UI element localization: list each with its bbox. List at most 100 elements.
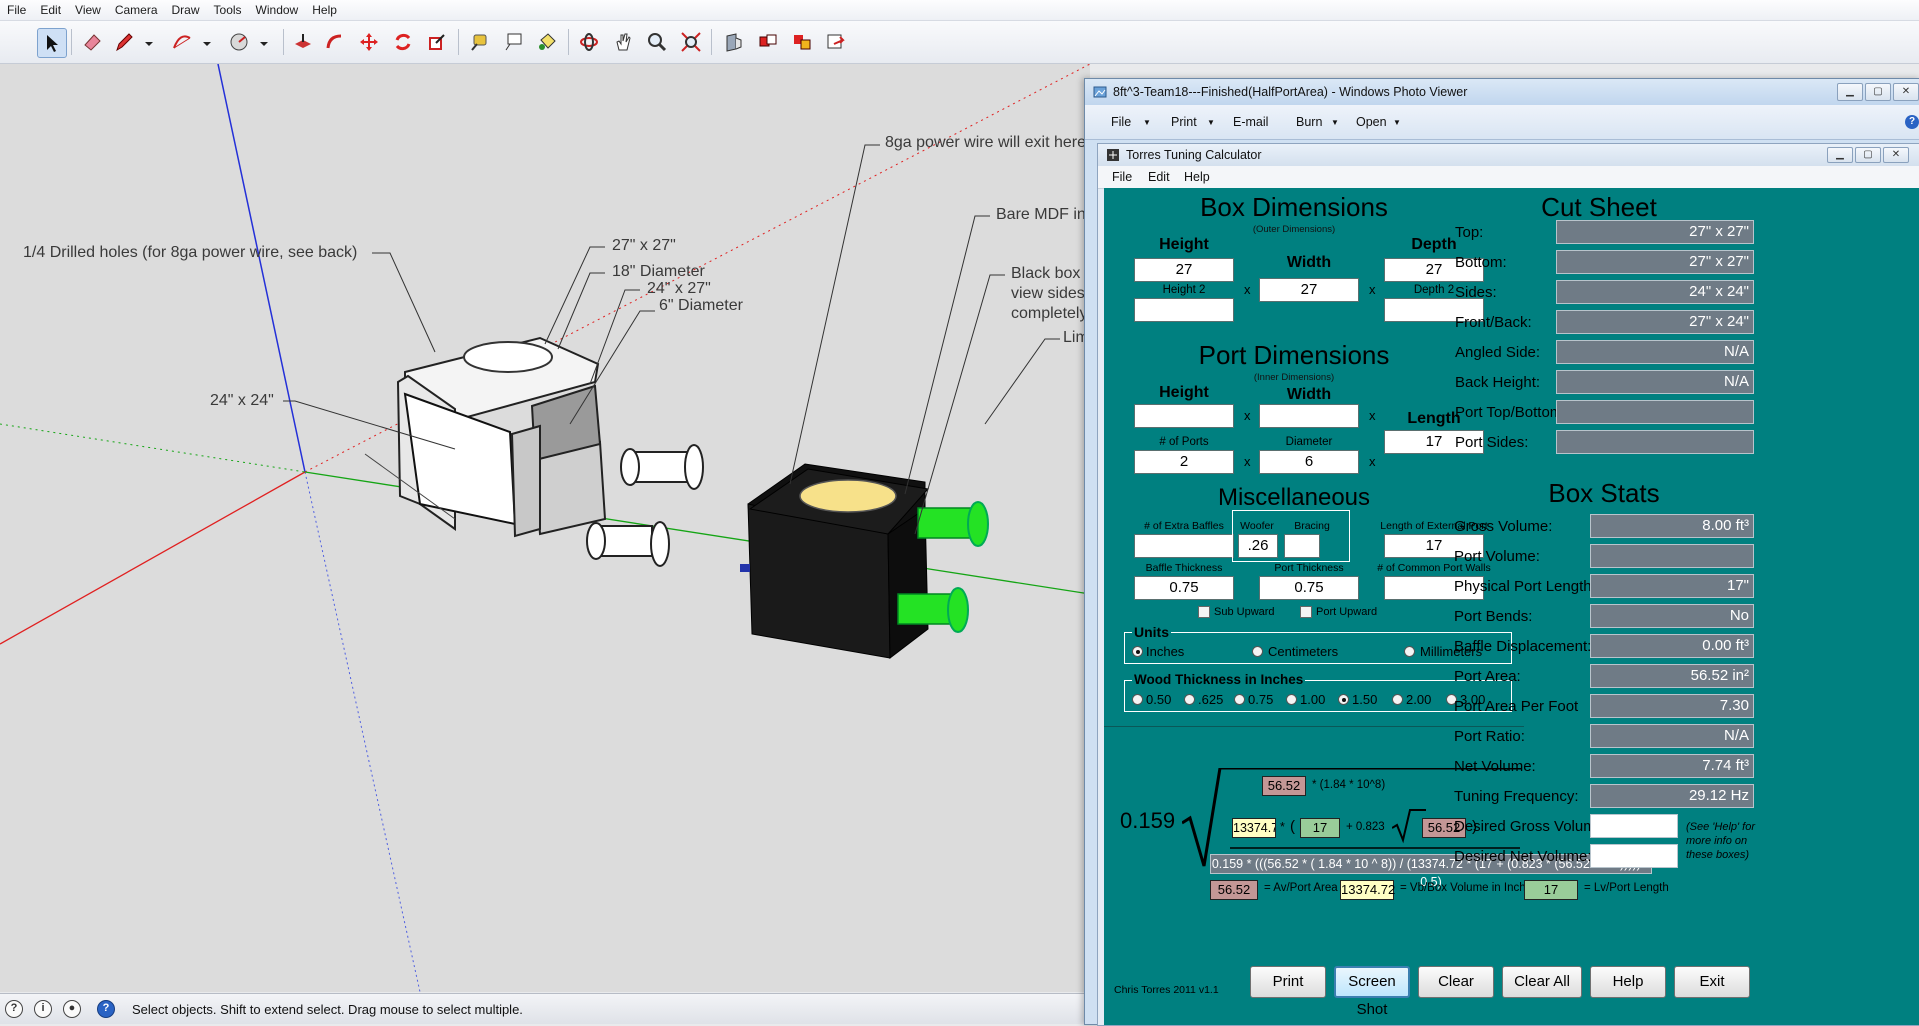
- port-height-input[interactable]: [1134, 404, 1234, 428]
- woofer-input[interactable]: .26: [1238, 534, 1278, 558]
- calculator-app-icon: [1107, 149, 1119, 161]
- pencil-icon[interactable]: [110, 28, 138, 56]
- help-icon[interactable]: ?: [1905, 115, 1919, 129]
- minimize-button[interactable]: ▁: [1837, 83, 1863, 101]
- help-button[interactable]: Help: [1590, 966, 1666, 998]
- box-width-input[interactable]: 27: [1259, 278, 1359, 302]
- num-ports-input[interactable]: 2: [1134, 450, 1234, 474]
- tape-measure-icon[interactable]: [465, 28, 493, 56]
- export-icon[interactable]: [822, 28, 850, 56]
- section-plane-icon[interactable]: [720, 28, 748, 56]
- pan-icon[interactable]: [609, 28, 637, 56]
- port-thickness-label: Port Thickness: [1274, 562, 1344, 574]
- follow-me-icon[interactable]: [321, 28, 349, 56]
- menu-window[interactable]: Window: [255, 3, 299, 17]
- port-width-input[interactable]: [1259, 404, 1359, 428]
- push-pull-icon[interactable]: [289, 28, 317, 56]
- print-button[interactable]: Print: [1250, 966, 1326, 998]
- close-button[interactable]: ✕: [1893, 83, 1919, 101]
- units-centimeters-radio[interactable]: [1252, 646, 1263, 657]
- zoom-icon[interactable]: [643, 28, 671, 56]
- pv-menu-burn[interactable]: Burn: [1296, 115, 1323, 129]
- calc-menu-help[interactable]: Help: [1184, 170, 1210, 184]
- select-arrow-icon[interactable]: [37, 28, 67, 58]
- pv-menu-print[interactable]: Print: [1171, 115, 1197, 129]
- desired-gross-volume-input[interactable]: [1590, 814, 1678, 838]
- label-24x24: 24" x 24": [210, 392, 274, 409]
- menu-tools[interactable]: Tools: [213, 3, 242, 17]
- chevron-down-icon[interactable]: ▼: [1393, 118, 1401, 127]
- desired-net-volume-input[interactable]: [1590, 844, 1678, 868]
- components-icon[interactable]: [754, 28, 782, 56]
- pv-menu-open[interactable]: Open: [1356, 115, 1387, 129]
- units-millimeters-radio[interactable]: [1404, 646, 1415, 657]
- external-port-length-input[interactable]: 17: [1384, 534, 1484, 558]
- wood-1-00-radio[interactable]: [1286, 694, 1297, 705]
- sub-upward-checkbox[interactable]: [1198, 606, 1210, 618]
- box-depth2-input[interactable]: [1384, 298, 1484, 322]
- box-depth-input[interactable]: 27: [1384, 258, 1484, 282]
- toolbar-separator: [458, 29, 459, 55]
- port-length-input[interactable]: 17: [1384, 430, 1484, 454]
- maximize-button[interactable]: ▢: [1865, 83, 1891, 101]
- clear-button[interactable]: Clear: [1418, 966, 1494, 998]
- rotate-icon[interactable]: [389, 28, 417, 56]
- wood-3-00-radio[interactable]: [1446, 694, 1457, 705]
- port-upward-checkbox[interactable]: [1300, 606, 1312, 618]
- box-height-input[interactable]: 27: [1134, 258, 1234, 282]
- wood-0-75-radio[interactable]: [1234, 694, 1245, 705]
- box-height2-input[interactable]: [1134, 298, 1234, 322]
- arc-icon[interactable]: [168, 28, 196, 56]
- dropdown-arrow-icon[interactable]: [198, 28, 212, 56]
- extra-baffles-input[interactable]: [1134, 534, 1234, 558]
- calc-maximize-button[interactable]: ▢: [1855, 147, 1881, 163]
- geolocation-icon[interactable]: ?: [5, 1000, 23, 1018]
- eraser-icon[interactable]: [78, 28, 106, 56]
- calc-menu-file[interactable]: File: [1112, 170, 1133, 184]
- bracing-input[interactable]: [1284, 534, 1320, 558]
- cut-port-sides-value: [1556, 430, 1754, 454]
- circle-icon[interactable]: [225, 28, 253, 56]
- menu-camera[interactable]: Camera: [114, 3, 158, 17]
- clear-all-button[interactable]: Clear All: [1502, 966, 1582, 998]
- menu-file[interactable]: File: [7, 3, 27, 17]
- menu-view[interactable]: View: [75, 3, 101, 17]
- pv-menu-email[interactable]: E-mail: [1233, 115, 1269, 129]
- instructor-help-icon[interactable]: ?: [97, 1000, 115, 1018]
- wood-2-00-radio[interactable]: [1392, 694, 1403, 705]
- port-thickness-input[interactable]: 0.75: [1259, 576, 1359, 600]
- orbit-icon[interactable]: [575, 28, 603, 56]
- chevron-down-icon[interactable]: ▼: [1207, 118, 1215, 127]
- units-centimeters-label: Centimeters: [1268, 644, 1339, 659]
- baffle-thickness-input[interactable]: 0.75: [1134, 576, 1234, 600]
- wood-0-625-radio[interactable]: [1184, 694, 1195, 705]
- menu-edit[interactable]: Edit: [40, 3, 62, 17]
- chevron-down-icon[interactable]: ▼: [1143, 118, 1151, 127]
- dropdown-arrow-icon[interactable]: [140, 28, 154, 56]
- scale-icon[interactable]: [423, 28, 451, 56]
- materials-icon[interactable]: [788, 28, 816, 56]
- port-diameter-input[interactable]: 6: [1259, 450, 1359, 474]
- calc-menu-edit[interactable]: Edit: [1148, 170, 1170, 184]
- zoom-extents-icon[interactable]: [677, 28, 705, 56]
- chevron-down-icon[interactable]: ▼: [1331, 118, 1339, 127]
- wood-1-50-radio[interactable]: [1338, 694, 1349, 705]
- menu-help[interactable]: Help: [312, 3, 337, 17]
- units-inches-radio[interactable]: [1132, 646, 1143, 657]
- paint-bucket-icon[interactable]: [533, 28, 561, 56]
- sqrt-icon: [1182, 768, 1522, 867]
- model-viewport[interactable]: 1/4 Drilled holes (for 8ga power wire, s…: [0, 64, 1090, 992]
- text-icon[interactable]: [499, 28, 527, 56]
- common-port-walls-input[interactable]: [1384, 576, 1484, 600]
- credits-icon[interactable]: i: [34, 1000, 52, 1018]
- move-icon[interactable]: [355, 28, 383, 56]
- wood-0-50-radio[interactable]: [1132, 694, 1143, 705]
- pv-menu-file[interactable]: File: [1111, 115, 1132, 129]
- dropdown-arrow-icon[interactable]: [255, 28, 269, 56]
- calc-minimize-button[interactable]: ▁: [1827, 147, 1853, 163]
- menu-draw[interactable]: Draw: [171, 3, 200, 17]
- screenshot-button[interactable]: Screen Shot: [1334, 966, 1410, 1018]
- user-icon[interactable]: ●: [63, 1000, 81, 1018]
- exit-button[interactable]: Exit: [1674, 966, 1750, 998]
- calc-close-button[interactable]: ✕: [1883, 147, 1909, 163]
